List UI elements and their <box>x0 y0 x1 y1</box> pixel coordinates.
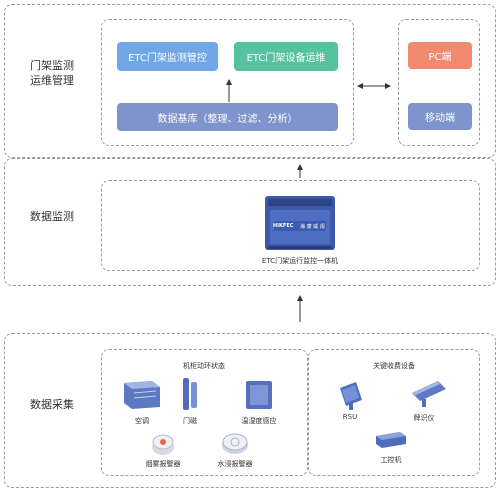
ops-label-line2: 运维管理 <box>30 74 74 87</box>
smoke-alarm-label: 烟雾报警器 <box>145 460 181 468</box>
mobile-client-button[interactable]: 移动端 <box>408 103 472 130</box>
monitor-device-caption: ETC门架运行监控一体机 <box>261 257 339 265</box>
industrial-pc-label: 工控机 <box>380 456 402 464</box>
aircon-label: 空调 <box>135 417 149 425</box>
pc-client-button[interactable]: PC端 <box>408 42 472 69</box>
industrial-pc-icon <box>376 432 406 448</box>
collect-section-label: 数据采集 <box>30 398 74 411</box>
temp-humidity-sensor-icon <box>246 381 272 409</box>
etc-device-ops-button[interactable]: ETC门架设备运维 <box>234 42 338 71</box>
door-sensor-icon <box>183 378 197 410</box>
device-brand-cn: 海 康 威 视 <box>300 224 325 230</box>
ops-section <box>4 4 496 158</box>
monitor-section <box>4 158 496 286</box>
etc-monitor-control-button[interactable]: ETC门架监测管控 <box>117 42 218 71</box>
smoke-alarm-icon <box>152 434 174 455</box>
platform-box <box>101 19 354 146</box>
client-box <box>398 19 480 146</box>
collect-section <box>4 333 496 488</box>
monitor-device-box <box>101 180 480 271</box>
monitor-device-icon <box>265 196 335 250</box>
door-sensor-label: 门磁 <box>183 417 197 425</box>
env-status-box <box>101 349 308 476</box>
env-status-title: 机柜动环状态 <box>183 362 225 370</box>
temp-humidity-label: 温湿度感应 <box>241 417 277 425</box>
rsu-icon <box>340 382 362 410</box>
rsu-label: RSU <box>342 413 358 421</box>
water-alarm-label: 水浸报警器 <box>217 460 253 468</box>
device-brand: HIKFEC <box>273 223 294 229</box>
database-button[interactable]: 数据基库（整理、过滤、分析） <box>117 103 338 131</box>
ops-section-label: 门架监测 运维管理 <box>22 58 82 88</box>
monitor-section-label: 数据监测 <box>30 210 74 223</box>
plate-recognizer-icon <box>412 381 446 407</box>
ops-label-line1: 门架监测 <box>30 59 74 72</box>
toll-device-title: 关键收费设备 <box>373 362 415 370</box>
toll-device-box <box>308 349 480 476</box>
water-alarm-icon <box>222 433 248 454</box>
air-conditioner-icon <box>124 381 160 409</box>
plate-recognizer-label: 牌识仪 <box>413 414 435 422</box>
